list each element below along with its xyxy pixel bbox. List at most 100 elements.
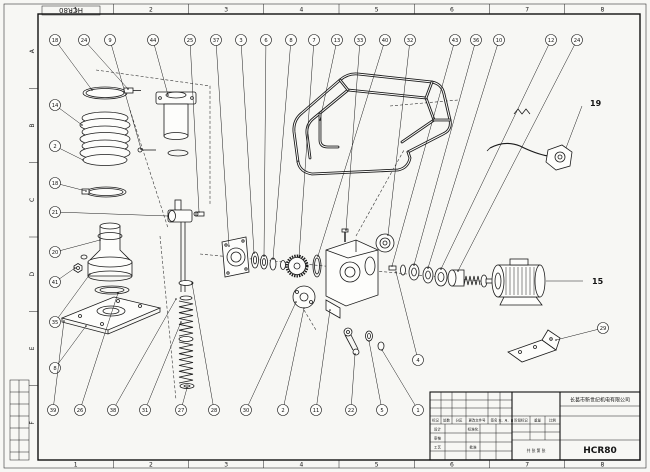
leader-line: [440, 44, 549, 270]
coil-spring: [178, 300, 194, 337]
leader-line: [368, 340, 382, 405]
leader-line: [191, 282, 214, 405]
coil-spring: [178, 341, 194, 384]
part-number: 36: [473, 38, 480, 44]
top-clamp-ring: [82, 86, 141, 100]
part-number: 43: [452, 38, 459, 44]
approval-label: 批准: [469, 445, 477, 450]
balloon-circle: [49, 34, 61, 46]
part-number: 39: [50, 408, 57, 414]
leader-line: [317, 45, 384, 257]
rubber-bellows: [79, 111, 131, 166]
leader-dot: [89, 273, 91, 275]
part-number: 30: [243, 408, 250, 414]
part-balloon: 43: [391, 34, 461, 267]
clutch-assembly: [388, 263, 488, 288]
leader-line: [59, 267, 76, 280]
zone-row-label: F: [29, 421, 36, 425]
leader-dot: [85, 325, 87, 327]
balloon-circle: [107, 404, 119, 416]
part-balloon: 39: [47, 320, 65, 416]
balloon-circle: [240, 404, 252, 416]
part-number: 18: [52, 38, 59, 44]
zone-column-label: 5: [375, 7, 379, 14]
zone-column-label: 1: [74, 7, 78, 14]
crankcase-housing: [325, 239, 379, 307]
ramming-springs: [178, 280, 195, 389]
zone-column-label: 7: [525, 7, 529, 14]
leader-line: [57, 273, 91, 318]
balloon-circle: [208, 404, 220, 416]
leader-dot: [180, 321, 182, 323]
zone-column-label: 4: [299, 462, 303, 469]
part-balloon: 22: [345, 353, 357, 416]
leader-line: [60, 184, 87, 192]
part-number: 35: [52, 320, 59, 326]
stage-label: 比例: [549, 418, 556, 423]
zone-column-label: 8: [600, 462, 604, 469]
leader-line: [555, 329, 598, 341]
part-balloon: 24: [78, 34, 129, 90]
approval-label: 标准化: [468, 427, 479, 432]
leader-line: [59, 108, 83, 126]
balloon-circle: [285, 34, 297, 46]
leader-dot: [354, 353, 356, 355]
leader-dot: [413, 264, 415, 266]
balloon-circle: [175, 404, 187, 416]
leader-dot: [391, 265, 393, 267]
leader-dot: [345, 229, 347, 231]
housing-bracket: [325, 299, 341, 319]
leader-dot: [74, 267, 76, 269]
piston-rod-assembly: [167, 199, 193, 292]
zone-row-label: E: [29, 346, 36, 350]
part-number: 2: [281, 408, 284, 414]
leader-dot: [82, 159, 84, 161]
part-balloon: 35: [49, 273, 91, 328]
revision-header: 分区: [456, 418, 463, 423]
balloon-circle: [597, 322, 609, 334]
leader-line: [154, 45, 169, 96]
part-balloon: 28: [191, 282, 220, 416]
balloon-circle: [493, 34, 505, 46]
part-balloon: 33: [345, 34, 366, 231]
zone-column-label: 3: [224, 462, 228, 469]
leader-line: [427, 45, 498, 269]
part-number: 9: [108, 38, 111, 44]
zone-column-label: 5: [375, 462, 379, 469]
stage-label: 阶段标记: [514, 418, 528, 423]
part-balloon: 27: [175, 387, 188, 416]
part-balloon: 29: [555, 322, 609, 341]
part-balloon: 41: [49, 267, 76, 288]
zone-column-label: 8: [600, 7, 604, 14]
leader-dot: [272, 258, 274, 260]
company-name: 长葛市新世纪机电有限公司: [570, 397, 630, 404]
leader-line: [87, 43, 129, 90]
leader-dot: [298, 256, 300, 258]
leader-line: [58, 44, 93, 91]
o-ring: [167, 149, 189, 157]
drive-gear: [285, 254, 309, 278]
part-balloon: 13: [319, 34, 343, 121]
leader-line: [351, 353, 356, 405]
part-balloon: 37: [210, 34, 230, 247]
balloon-circle: [235, 34, 247, 46]
part-balloon: 18: [49, 34, 93, 91]
leader-line: [319, 45, 337, 121]
part-number: 26: [77, 408, 84, 414]
lower-clamp-ring: [81, 186, 127, 198]
balloon-circle: [184, 34, 196, 46]
leader-line: [395, 271, 417, 355]
approval-label: 工艺: [434, 445, 442, 450]
part-number: 24: [81, 38, 88, 44]
part-balloon: 11: [310, 309, 331, 416]
part-balloon: 24: [457, 34, 583, 272]
base-gasket: [94, 285, 130, 295]
mounting-bracket: [507, 329, 561, 363]
part-balloon: 3: [235, 34, 255, 254]
part-balloon: 8: [49, 325, 87, 374]
stage-label: 重量: [534, 418, 541, 423]
part-balloon: 30: [240, 301, 297, 416]
balloon-circle: [49, 177, 61, 189]
